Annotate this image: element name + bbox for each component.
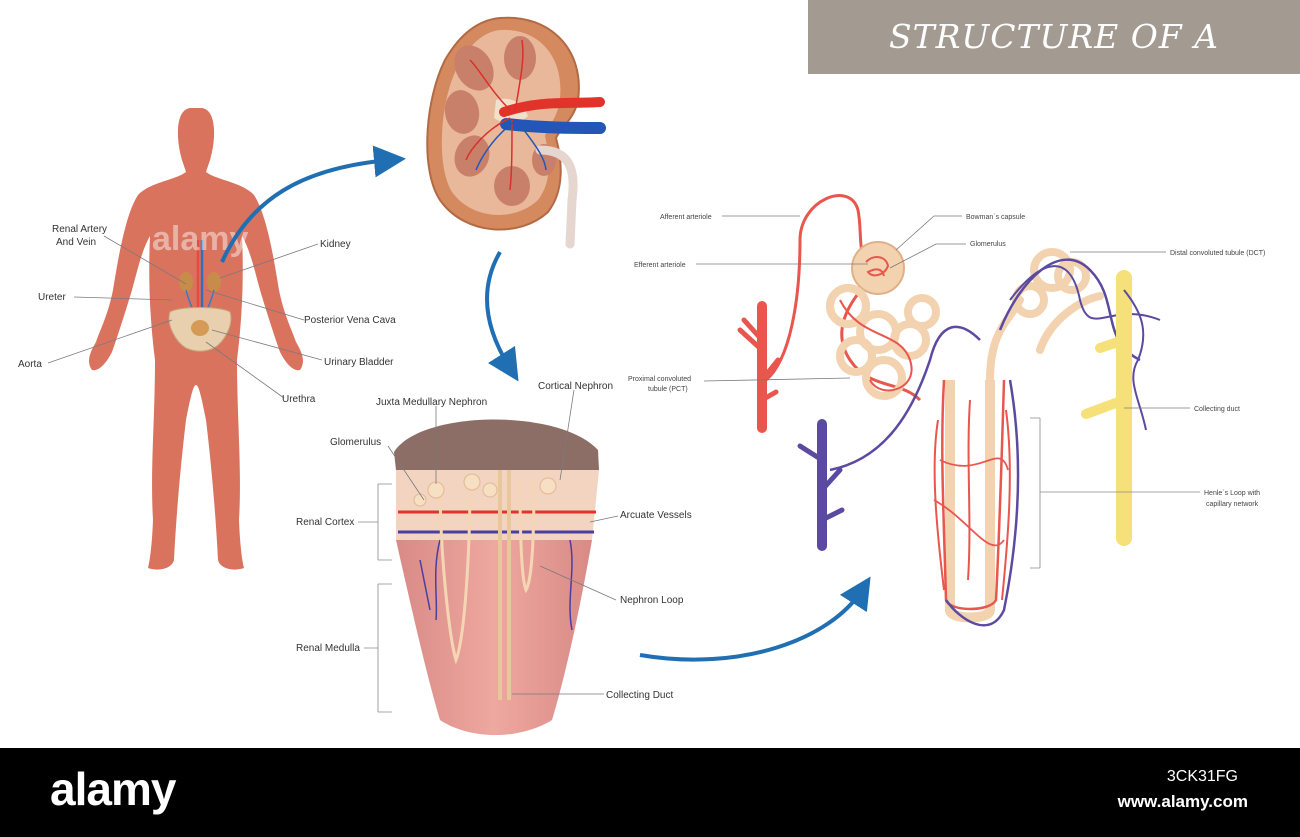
label-collecting-duct-nephron: Collecting duct (1194, 406, 1240, 413)
label-posterior-vena-cava: Posterior Vena Cava (304, 315, 396, 326)
nephron-leader-lines (696, 215, 1200, 569)
footer-brand-logo: alamy (50, 763, 176, 815)
arrow-section-to-nephron (639, 576, 871, 662)
label-afferent-arteriole: Afferent arteriole (660, 214, 712, 221)
label-arcuate-vessels: Arcuate Vessels (620, 510, 692, 521)
footer-url: www.alamy.com (1117, 792, 1248, 811)
renal-pyramid-section (394, 419, 599, 735)
renal-vein (500, 118, 606, 134)
label-glomerulus-nephron: Glomerulus (970, 241, 1006, 248)
label-proximal-line2: tubule (PCT) (648, 386, 688, 393)
label-henles-loop-line2: capillary network (1206, 501, 1259, 508)
body-leader-lines (47, 235, 323, 399)
page-title: STRUCTURE OF A NEPHRON (888, 17, 1220, 130)
label-distal-convoluted-tubule: Distal convoluted tubule (DCT) (1170, 250, 1265, 257)
right-kidney (207, 272, 221, 292)
ureter-tube (535, 145, 578, 249)
label-glomerulus-section: Glomerulus (330, 437, 381, 448)
arrow-kidney-to-section (485, 250, 519, 382)
label-renal-cortex: Renal Cortex (296, 517, 354, 528)
kidney-cross-section (426, 16, 606, 249)
label-urinary-bladder: Urinary Bladder (324, 357, 394, 368)
label-henles-loop-line1: Henle`s Loop with (1204, 490, 1260, 497)
label-nephron-loop: Nephron Loop (620, 595, 684, 606)
section-leader-lines (358, 389, 619, 713)
label-renal-artery-line2: And Vein (56, 237, 96, 248)
diagram-canvas: alamy Renal Artery And Vein Kidney Urete… (18, 16, 1265, 735)
label-kidney: Kidney (320, 239, 351, 250)
label-juxta-medullary-nephron: Juxta Medullary Nephron (376, 397, 487, 408)
label-proximal-line1: Proximal convoluted (628, 376, 691, 383)
label-ureter: Ureter (38, 292, 66, 303)
proximal-convoluted-tubule (826, 284, 940, 400)
label-aorta: Aorta (18, 359, 42, 370)
label-renal-artery-line1: Renal Artery (52, 224, 107, 235)
label-collecting-duct-section: Collecting Duct (606, 690, 673, 701)
human-body-figure (89, 108, 303, 570)
nephron-detail (737, 194, 1161, 627)
left-kidney (179, 272, 193, 292)
bowmans-capsule (851, 241, 905, 295)
label-cortical-nephron: Cortical Nephron (538, 381, 613, 392)
label-bowmans-capsule: Bowman`s capsule (966, 214, 1025, 221)
label-efferent-arteriole: Efferent arteriole (634, 262, 686, 269)
bladder (191, 320, 209, 336)
label-renal-medulla: Renal Medulla (296, 643, 360, 654)
title-banner: STRUCTURE OF A NEPHRON (808, 0, 1300, 130)
distal-convoluted-tubule (986, 248, 1104, 384)
footer-image-code: 3CK31FG (1166, 768, 1238, 785)
henles-loop (945, 380, 995, 623)
footer-bar: alamy 3CK31FG www.alamy.com (0, 748, 1300, 837)
label-urethra: Urethra (282, 394, 316, 405)
arrow-body-to-kidney (220, 145, 406, 263)
renal-artery (499, 97, 605, 117)
